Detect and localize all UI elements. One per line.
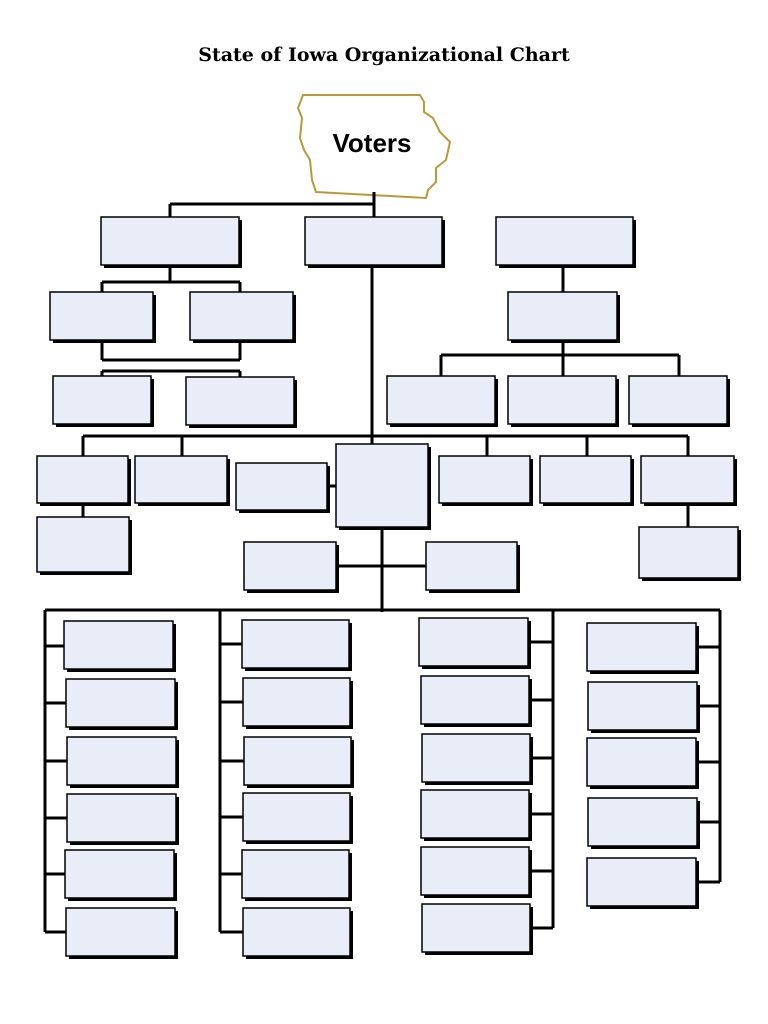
org-box-19 [36,516,130,573]
org-box-23 [63,620,174,670]
connector-lines [43,192,722,934]
root-node-label: Voters [332,128,412,158]
org-box-10 [507,375,617,425]
org-boxes [36,216,741,959]
chart-title: State of Iowa Organizational Chart [198,44,570,66]
org-box-3 [495,216,634,266]
org-box-27 [64,849,175,899]
org-box-29 [241,619,350,669]
org-box-41 [586,622,697,672]
org-box-45 [586,857,697,907]
org-box-2 [304,216,443,266]
org-box-15 [335,443,429,528]
org-box-11 [628,375,728,425]
org-box-42 [587,681,698,731]
org-box-25 [66,736,177,786]
org-box-37 [421,733,531,783]
org-box-35 [418,617,529,667]
org-box-21 [243,541,337,591]
org-box-14 [235,462,328,511]
org-box-43 [586,737,697,787]
org-box-18 [640,455,735,504]
org-box-1 [100,216,240,266]
org-box-17 [539,455,632,504]
iowa-map-outline [296,94,452,200]
org-box-6 [507,291,618,341]
org-box-38 [420,789,530,839]
org-box-31 [243,736,352,786]
org-box-39 [420,846,530,896]
org-box-40 [421,903,531,953]
org-box-16 [438,455,531,504]
org-box-30 [242,677,351,727]
org-box-9 [386,375,496,425]
org-box-12 [36,455,129,504]
org-box-5 [189,291,294,341]
org-box-22 [425,541,518,591]
org-box-33 [241,849,350,899]
org-box-8 [185,376,295,426]
org-box-7 [52,375,152,425]
org-box-24 [65,678,176,728]
org-box-13 [134,455,228,504]
org-box-44 [587,797,698,847]
org-box-20 [638,526,739,579]
org-box-28 [65,907,176,957]
org-box-4 [49,291,154,341]
org-box-36 [420,675,530,725]
org-box-34 [242,907,351,957]
org-box-32 [242,792,351,842]
org-box-26 [66,793,177,843]
